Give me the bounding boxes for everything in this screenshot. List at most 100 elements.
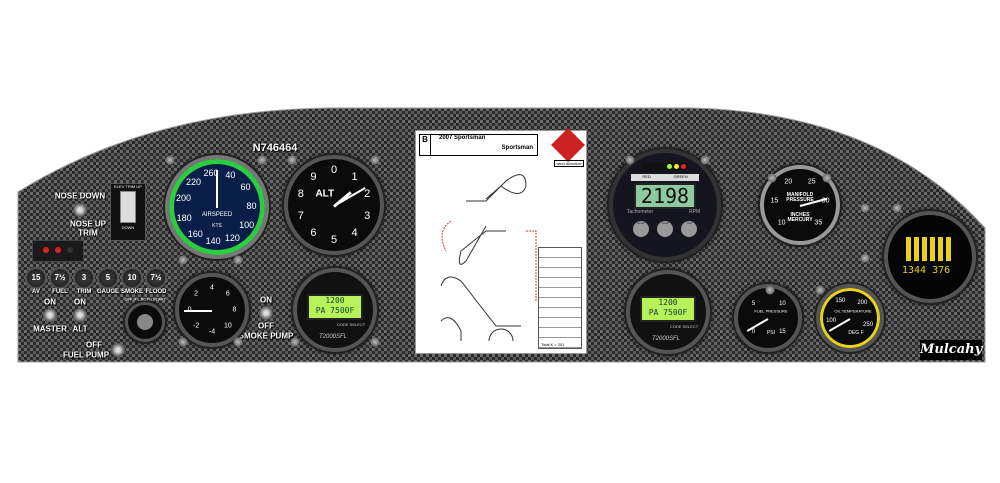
circuit-breaker-label: AV [32,289,40,295]
manifold-label-2: PRESSURE [786,196,814,203]
dial-number: 0 [330,164,338,177]
dial-number: 25 [807,178,816,186]
circuit-breaker[interactable]: 10 [121,267,143,289]
dial-number: 100 [826,318,837,325]
screw-icon [178,255,188,265]
dial-number: 1 [351,170,358,183]
transponder-2: 1200 PA 7500F CODE SELECT T2000SFL [626,270,710,354]
dial-number: 220 [186,176,202,187]
dial-number: 80 [246,200,257,211]
tach-red-label: RED [642,174,651,179]
dial-number: 4 [351,227,358,240]
fuel-pump-label: FUEL PUMP [62,350,110,360]
tach-green-label: GREEN [673,174,688,179]
iac-logo [551,128,585,162]
red-light-icon [43,247,49,253]
sequence-class: Sportsman [501,145,533,151]
transponder-2-code: 1200 [658,298,678,307]
trim-window [120,191,136,223]
screw-icon [178,337,188,347]
egt-value: 1344 [902,265,927,276]
trim-switch[interactable] [73,203,87,217]
dial-number: 20 [784,178,793,186]
elevator-trim-indicator: ELEV TRIM UP DOWN [110,183,146,241]
sequence-total-k: Total K = 201 [541,342,565,347]
circuit-breaker[interactable]: 7½ [145,267,167,289]
smoke-pump-on-label: ON [260,295,272,305]
wind-direction-label: wind direction [553,160,584,167]
tach-clear-button[interactable]: Clear [657,221,673,237]
dial-number: 150 [835,298,846,305]
tach-status-lights [643,163,687,171]
screw-icon [822,173,832,183]
screw-icon [287,155,297,165]
screw-icon [165,155,175,165]
dial-number: 10 [779,300,786,307]
dial-number: 160 [187,228,203,239]
transponder-2-code-select[interactable]: CODE SELECT [670,324,699,329]
dial-number: 35 [814,219,823,227]
screw-icon [257,155,267,165]
circuit-breaker[interactable]: 3 [73,267,95,289]
fuel-pump-switch[interactable] [111,343,125,357]
transponder-1-display: 1200 PA 7500F [307,294,363,320]
yellow-light-icon [674,164,679,169]
sequence-diagram [440,174,537,341]
screw-icon [233,255,243,265]
dial-number: 180 [176,212,192,223]
fuel-pressure-needle [746,318,769,332]
circuit-breaker-label: SMOKE [120,289,144,295]
sequence-category: B [420,135,431,155]
dial-number: 15 [770,197,779,205]
tail-number: N746464 [252,142,298,154]
circuit-breaker[interactable]: 5 [97,267,119,289]
tach-redline-strip: RED GREEN [631,174,699,181]
circuit-breaker-label: GAUGE [96,289,120,295]
red-light-icon [681,164,686,169]
screw-icon [767,173,777,183]
oil-temp-unit: DEG F [848,330,864,336]
screw-icon [625,155,635,165]
screw-icon [860,253,870,263]
airspeed-label: AIRSPEED [201,211,233,218]
magneto-key-switch[interactable]: OFF R L BOTH START [124,297,166,342]
alt-label: ALT [72,324,88,334]
smoke-pump-label: SMOKE PUMP [238,331,294,341]
dial-number: 0 [751,329,756,336]
screw-icon [700,155,710,165]
altimeter-label: ALT [315,188,335,200]
tach-test-button[interactable]: Test [681,221,697,237]
transponder-2-altitude: PA 7500F [648,308,688,317]
screw-icon [370,155,380,165]
tach-label: Tachometer [627,209,654,215]
circuit-breaker-label: TRIM [76,289,92,295]
cht-value: 376 [932,265,951,276]
dial-number: 100 [239,219,255,230]
circuit-breaker[interactable]: 7½ [49,267,71,289]
dial-number: -4 [208,328,216,336]
dial-number: 40 [225,170,236,181]
smoke-pump-switch[interactable] [259,306,273,320]
transponder-1-code-select[interactable]: CODE SELECT [337,322,366,327]
alt-switch[interactable] [73,308,87,322]
dial-number: 5 [751,300,756,307]
master-switch[interactable] [43,308,57,322]
fuel-pump-off-label: OFF [86,340,102,350]
tach-rpm-display: 2198 [634,183,696,209]
tach-hours-button[interactable]: Hours [633,221,649,237]
smoke-pump-off-label: OFF [258,321,274,331]
fuel-pressure-label: FUEL PRESSURE [754,308,788,314]
screw-icon [892,203,902,213]
circuit-breaker-label: FLOOD [145,289,167,295]
airspeed-unit: KTS [212,223,222,230]
dial-number: 3 [364,209,371,222]
dial-number: 200 [176,193,192,204]
alt-on-label: ON [74,297,86,307]
circuit-breaker[interactable]: 15 [25,267,47,289]
dial-number: 4 [210,284,214,292]
transponder-1-code: 1200 [325,296,345,305]
